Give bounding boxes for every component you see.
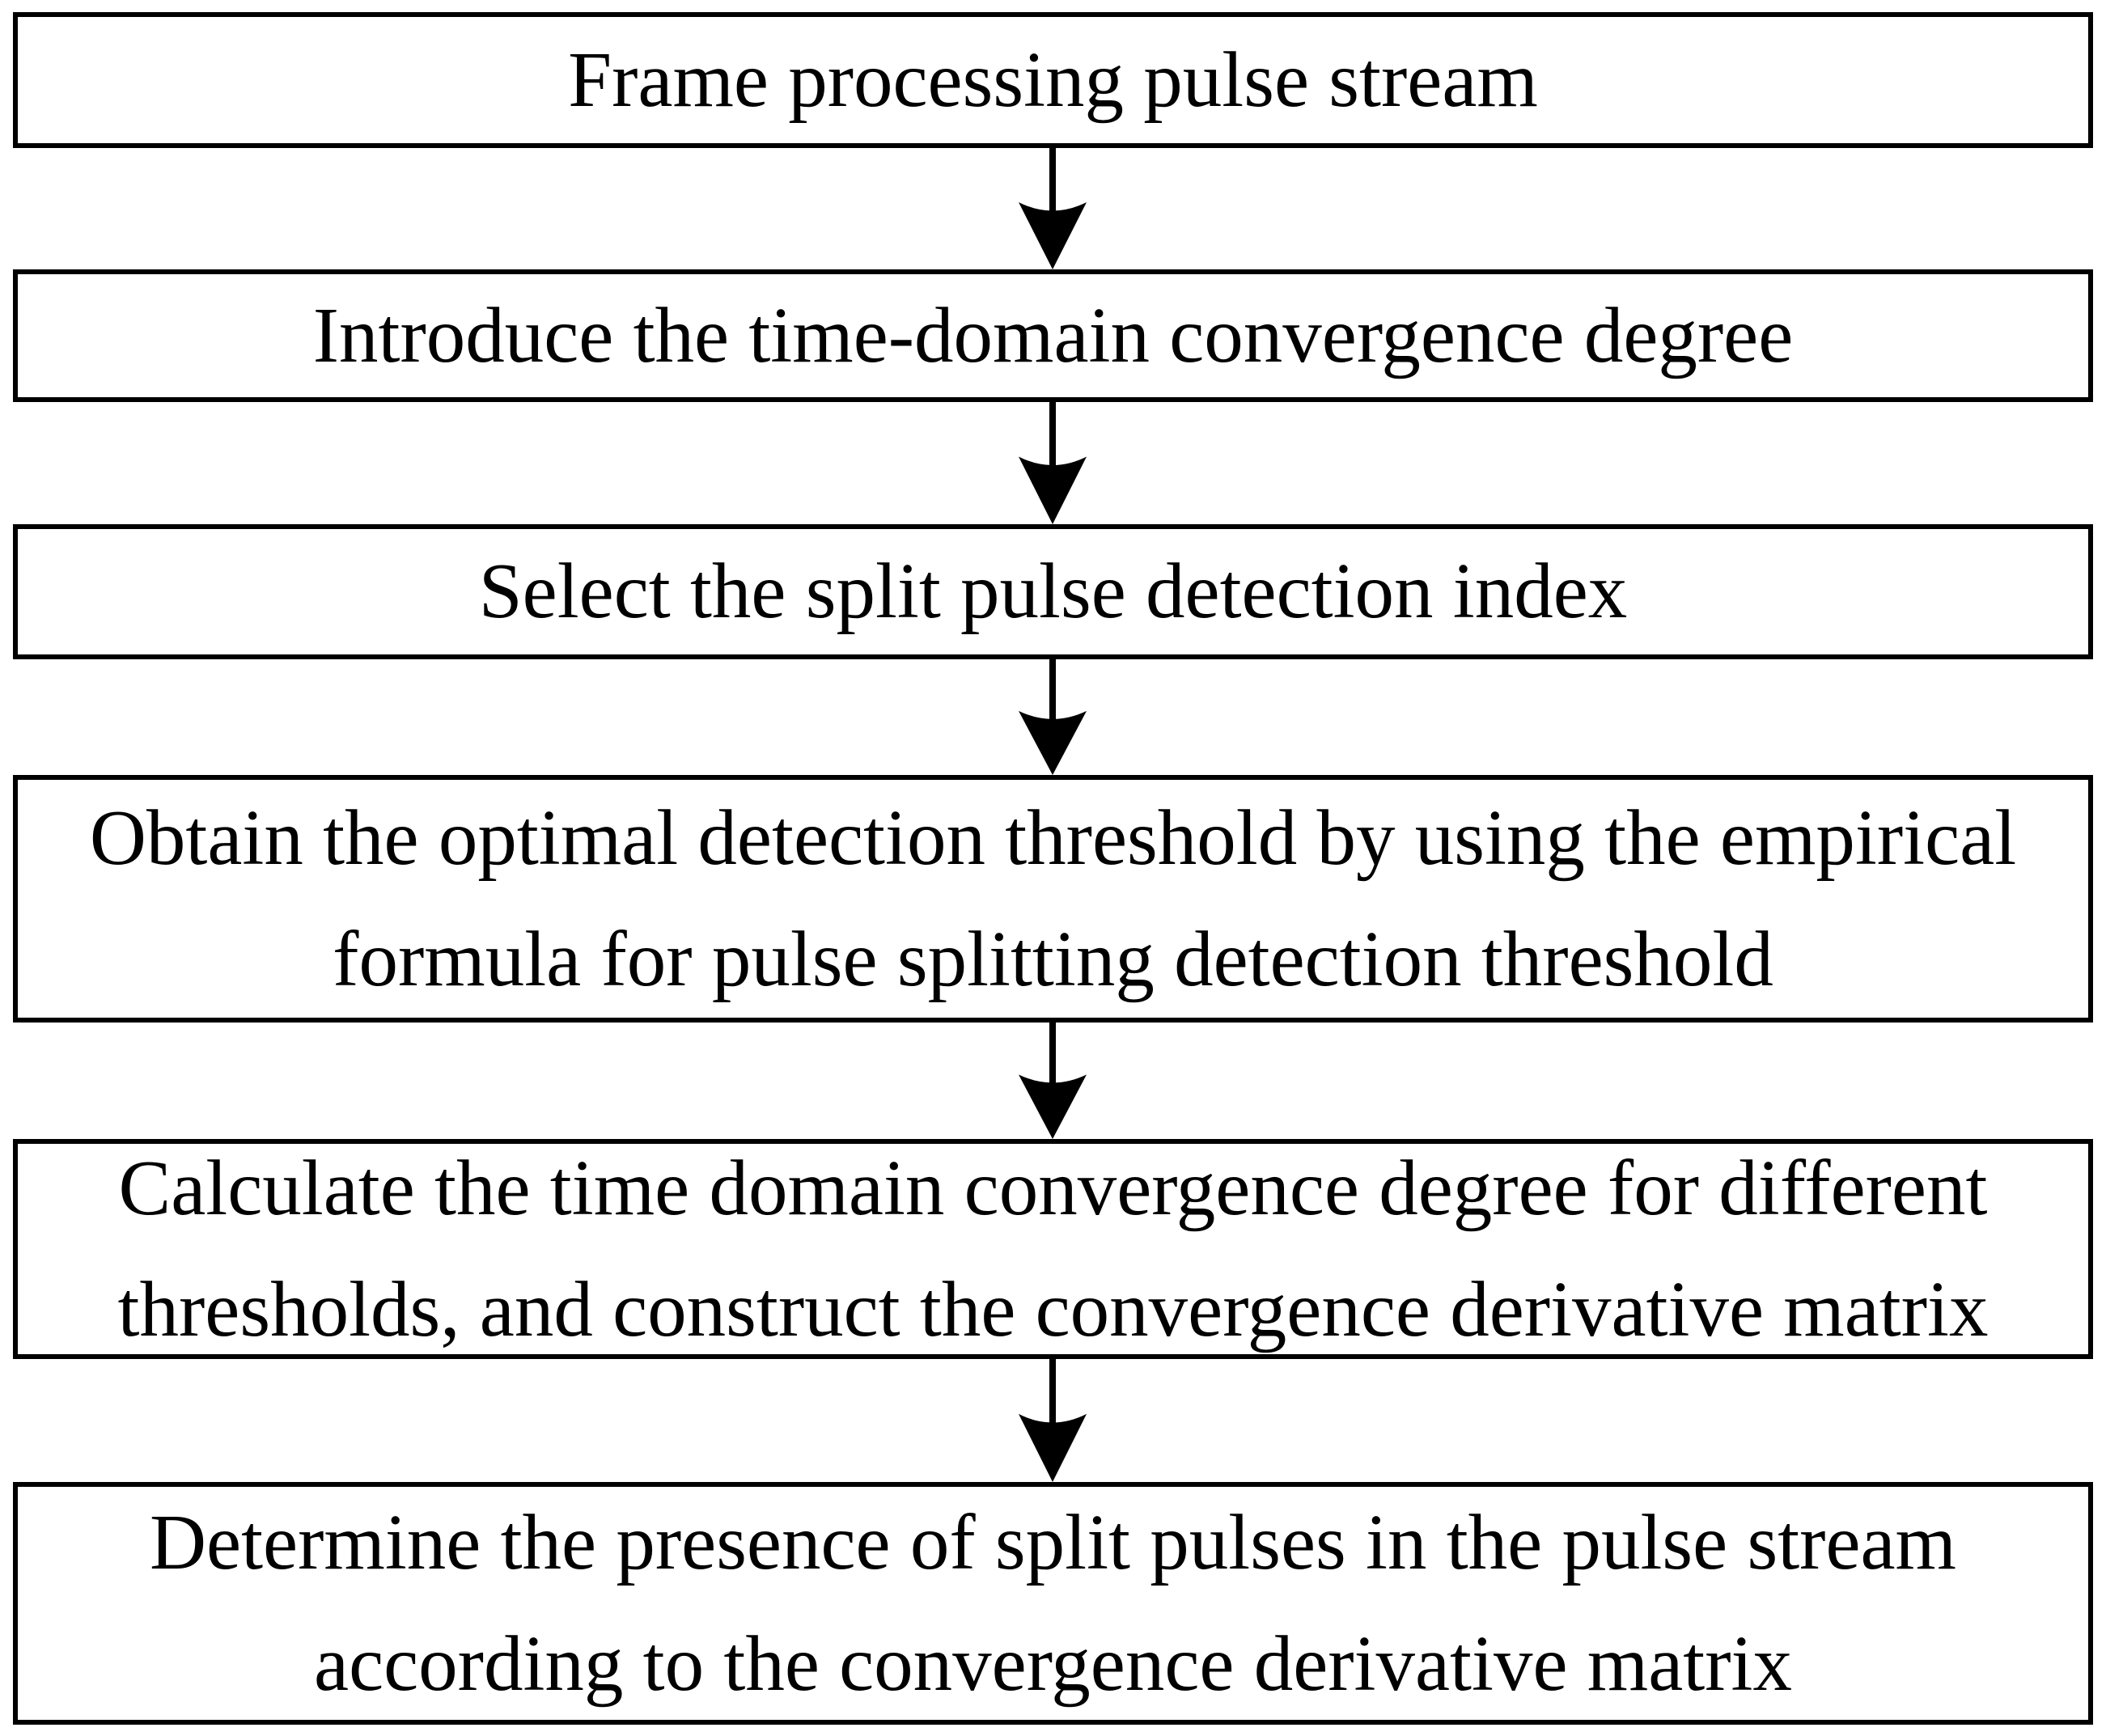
arrow-down-icon <box>1019 1023 1087 1139</box>
step-introduce-convergence-degree: Introduce the time-domain convergence de… <box>13 269 2093 402</box>
arrow-down-icon <box>1019 402 1087 524</box>
step-obtain-optimal-threshold: Obtain the optimal detection threshold b… <box>13 775 2093 1023</box>
step-calculate-convergence-matrix: Calculate the time domain convergence de… <box>13 1139 2093 1359</box>
arrow-down-icon <box>1019 148 1087 269</box>
arrow-down-icon <box>1019 659 1087 775</box>
arrow-down-icon <box>1019 1359 1087 1482</box>
step-select-detection-index: Select the split pulse detection index <box>13 524 2093 659</box>
step-frame-processing: Frame processing pulse stream <box>13 12 2093 148</box>
step-determine-split-pulses: Determine the presence of split pulses i… <box>13 1482 2093 1725</box>
